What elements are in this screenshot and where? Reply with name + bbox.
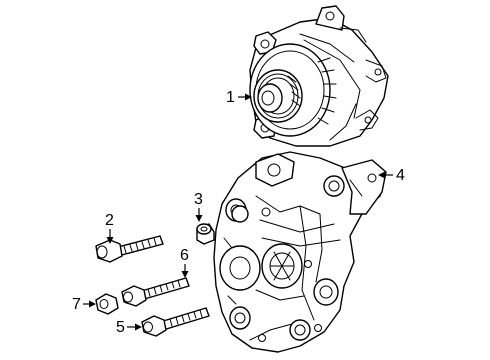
callout-label-1: 1: [226, 89, 235, 106]
callout-label-5: 5: [116, 319, 125, 336]
alternator: [249, 5, 389, 147]
arrowhead-6: [181, 271, 189, 278]
callout-1: 1: [226, 89, 252, 106]
callout-3: 3: [194, 191, 203, 222]
arrowhead-3: [195, 215, 203, 222]
callout-4: 4: [378, 167, 405, 184]
arrowhead-4: [378, 171, 385, 179]
callout-2: 2: [105, 212, 114, 244]
arrowhead-2: [106, 237, 114, 244]
mounting-bracket: [213, 151, 387, 353]
bolt-2: [95, 235, 164, 263]
callout-label-3: 3: [194, 191, 203, 208]
callout-5: 5: [116, 319, 142, 336]
callout-7: 7: [72, 296, 96, 313]
bolt-6: [121, 277, 190, 307]
nut-7: [95, 293, 119, 315]
callout-label-2: 2: [105, 212, 114, 229]
arrowhead-1: [245, 93, 252, 101]
bolt-5: [141, 307, 210, 337]
arrowhead-5: [135, 323, 142, 331]
spacer: [196, 223, 215, 245]
callout-label-4: 4: [396, 167, 405, 184]
callout-label-6: 6: [180, 247, 189, 264]
arrowhead-7: [89, 300, 96, 308]
callout-6: 6: [180, 247, 189, 278]
callout-label-7: 7: [72, 296, 81, 313]
